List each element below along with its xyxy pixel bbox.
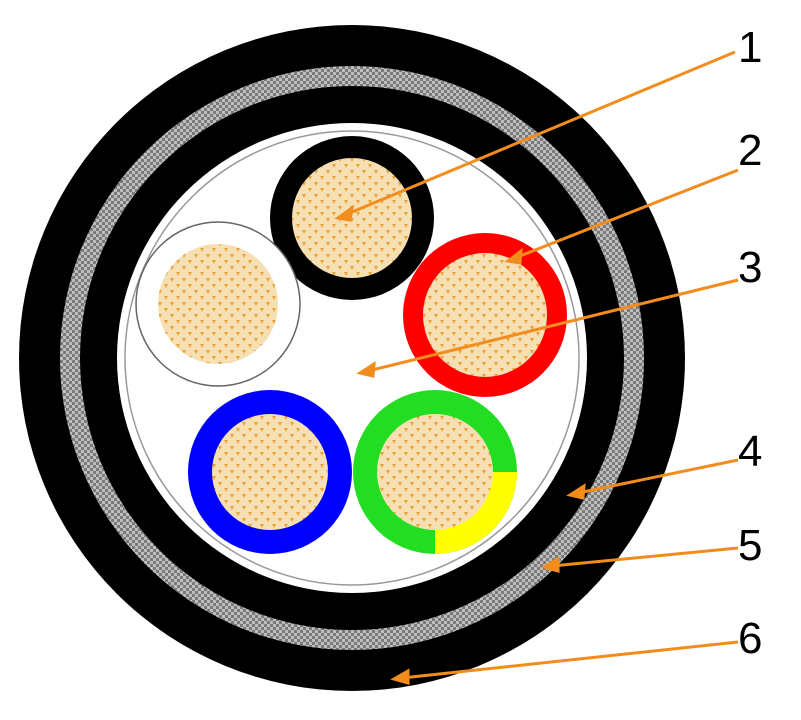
leader-lines	[334, 50, 739, 685]
leader-arrow-6	[390, 668, 410, 685]
label-3: 3	[738, 243, 762, 292]
leader-line-5	[551, 546, 739, 568]
leader-line-3	[367, 278, 739, 373]
filler-outline	[124, 130, 580, 586]
leader-arrow-1	[334, 204, 355, 222]
core-white	[135, 221, 301, 387]
label-2: 2	[738, 126, 762, 175]
leader-arrow-2	[504, 247, 523, 265]
leader-line-2	[514, 168, 739, 260]
label-5: 5	[738, 521, 762, 570]
leader-arrow-5	[540, 556, 560, 573]
label-4: 4	[738, 427, 762, 476]
core-red	[403, 233, 567, 397]
leader-line-6	[401, 640, 739, 680]
core-green-yellow	[353, 390, 517, 554]
label-1: 1	[738, 23, 762, 72]
leader-arrow-3	[356, 361, 376, 378]
leader-line-1	[344, 50, 736, 217]
core-blue	[188, 390, 352, 554]
label-6: 6	[738, 614, 762, 663]
leader-line-4	[577, 458, 739, 495]
core-black	[270, 136, 434, 300]
leader-arrow-4	[566, 483, 586, 500]
